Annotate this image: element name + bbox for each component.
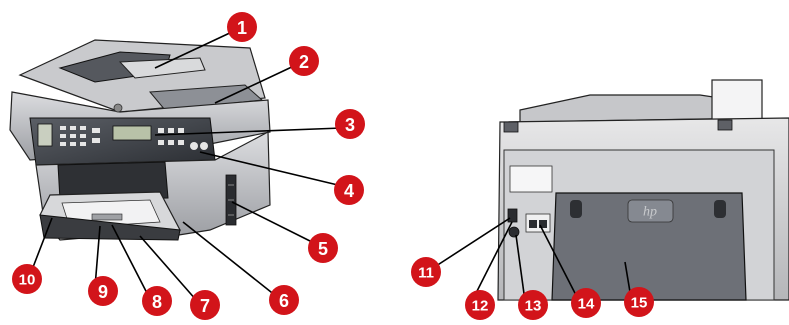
callout-number: 8 <box>152 292 162 312</box>
rear-hinge-left <box>503 121 519 133</box>
rear-hp-logo: hp <box>643 205 657 220</box>
callout-number: 9 <box>98 282 108 302</box>
rear-label <box>509 165 553 193</box>
callout-3: 3 <box>335 109 365 139</box>
callout-number: 12 <box>472 298 489 315</box>
callout-circle <box>190 290 220 320</box>
hp-logo <box>113 103 123 113</box>
callout-circle <box>227 12 257 42</box>
callout-1: 1 <box>227 12 257 42</box>
callout-number: 3 <box>345 115 355 135</box>
callout-circle <box>269 285 299 315</box>
printer-rear-view: hp <box>497 79 789 301</box>
callout-number: 14 <box>578 296 595 313</box>
printer-front-view <box>9 39 271 241</box>
callout-10: 10 <box>12 264 42 294</box>
left-display <box>37 123 53 147</box>
tray-front <box>39 214 181 241</box>
rear-hinge-right <box>717 119 733 131</box>
callout-circle <box>465 290 495 320</box>
callout-circle <box>624 287 654 317</box>
callout-14: 14 <box>571 288 601 318</box>
callout-number: 11 <box>418 265 434 282</box>
callout-number: 1 <box>237 18 247 38</box>
callout-circle <box>308 233 338 263</box>
callout-circle <box>518 290 548 320</box>
leader-lines <box>29 30 632 302</box>
callout-12: 12 <box>465 290 495 320</box>
callout-circle <box>88 276 118 306</box>
paper-guide <box>91 213 123 221</box>
callout-circle <box>334 175 364 205</box>
callout-number: 4 <box>344 181 354 201</box>
callout-number: 10 <box>19 272 36 289</box>
panel-display <box>112 125 152 141</box>
rear-cleanout-door: hp <box>551 192 747 301</box>
callout-15: 15 <box>624 287 654 317</box>
rear-usb-port <box>507 208 518 223</box>
callout-8: 8 <box>142 286 172 316</box>
callout-7: 7 <box>190 290 220 320</box>
callout-circle <box>289 46 319 76</box>
callout-13: 13 <box>518 290 548 320</box>
callout-5: 5 <box>308 233 338 263</box>
callout-circle <box>571 288 601 318</box>
callout-number: 2 <box>299 52 309 72</box>
callout-number: 7 <box>200 296 210 316</box>
callout-number: 6 <box>279 291 289 311</box>
keypad <box>60 126 208 150</box>
callout-circle <box>142 286 172 316</box>
rear-power-connector <box>508 226 520 238</box>
callout-11: 11 <box>411 257 441 287</box>
front-access-opening <box>57 161 169 201</box>
callout-4: 4 <box>334 175 364 205</box>
callout-circle <box>12 264 42 294</box>
callout-number: 15 <box>631 295 648 312</box>
callout-number: 5 <box>318 239 328 259</box>
callout-circle <box>335 109 365 139</box>
callout-number: 13 <box>525 298 542 315</box>
callout-9: 9 <box>88 276 118 306</box>
callout-circle <box>411 257 441 287</box>
callout-6: 6 <box>269 285 299 315</box>
callout-2: 2 <box>289 46 319 76</box>
control-panel <box>29 117 216 166</box>
